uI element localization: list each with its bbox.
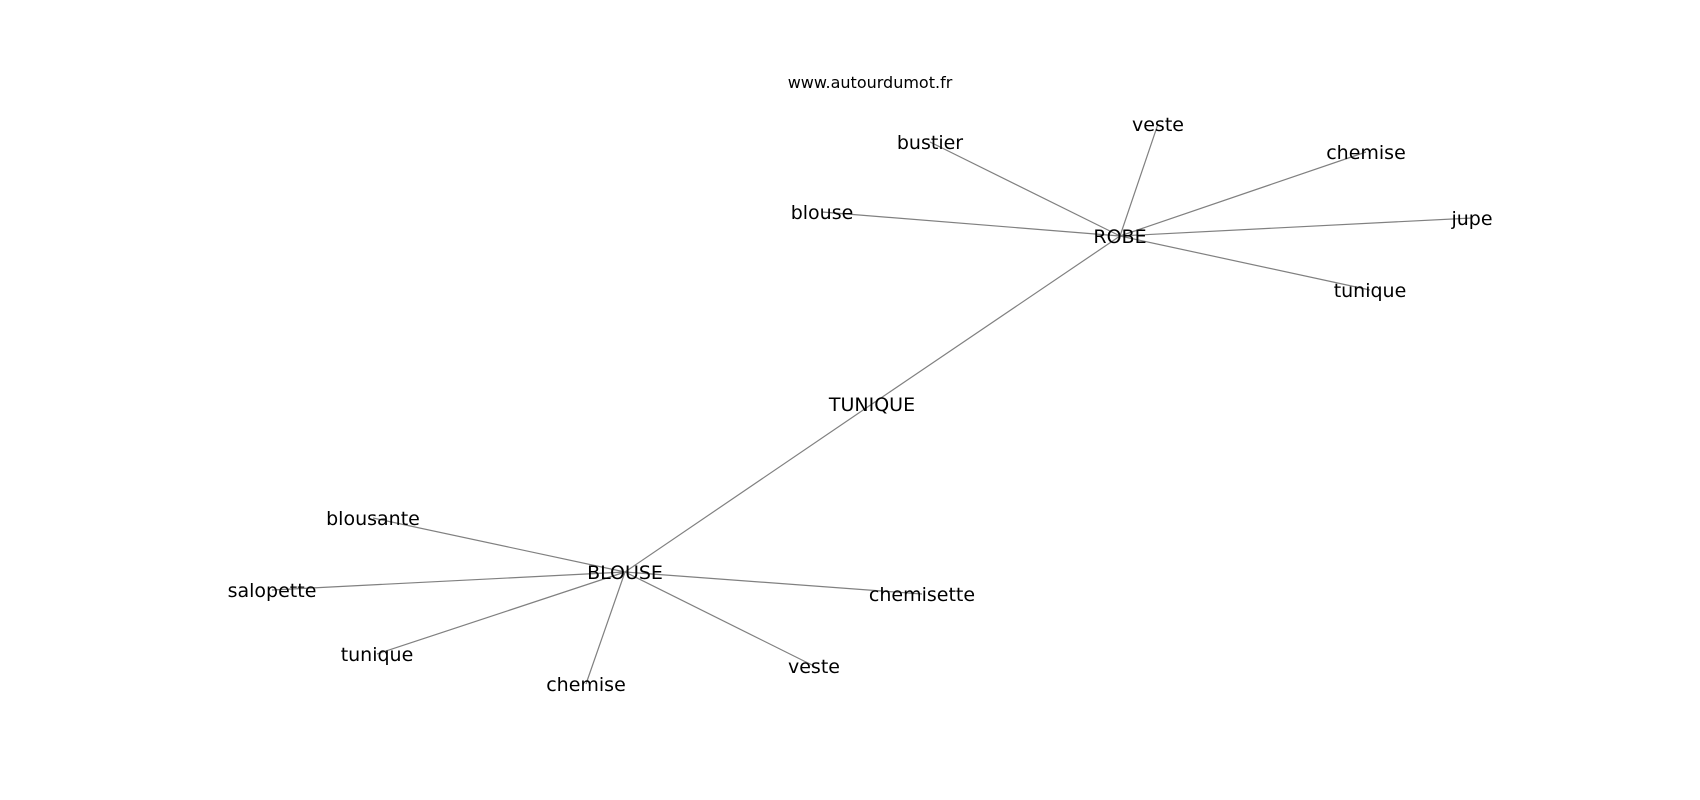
- edge-center-blouse: [624, 403, 873, 573]
- node-hub-robe: ROBE: [1093, 226, 1146, 248]
- node-leaf-robe-tunique: tunique: [1334, 280, 1407, 302]
- edge-blouse-blousante: [372, 517, 626, 573]
- edge-robe-chemise: [1119, 151, 1367, 237]
- edge-center-robe: [871, 235, 1121, 405]
- node-leaf-robe-bustier: bustier: [897, 132, 963, 154]
- node-leaf-blouse-chemise: chemise: [546, 674, 626, 696]
- edge-blouse-chemisette: [624, 571, 923, 595]
- node-leaf-blouse-blousante: blousante: [326, 508, 420, 530]
- node-center: TUNIQUE: [828, 394, 915, 416]
- node-leaf-blouse-veste: veste: [788, 656, 840, 678]
- edge-robe-tunique: [1119, 235, 1371, 291]
- node-leaf-blouse-chemisette: chemisette: [869, 584, 975, 606]
- node-leaf-robe-veste: veste: [1132, 114, 1184, 136]
- edge-blouse-tunique: [376, 571, 626, 655]
- node-leaf-robe-jupe: jupe: [1450, 208, 1492, 230]
- edge-robe-veste: [1119, 123, 1159, 237]
- node-leaf-blouse-salopette: salopette: [228, 580, 317, 602]
- node-leaf-robe-blouse: blouse: [791, 202, 854, 224]
- edge-robe-jupe: [1119, 217, 1473, 237]
- node-hub-blouse: BLOUSE: [587, 562, 663, 584]
- edge-robe-blouse: [821, 211, 1121, 237]
- edges: [271, 123, 1473, 685]
- node-leaf-blouse-tunique: tunique: [341, 644, 414, 666]
- node-leaf-robe-chemise: chemise: [1326, 142, 1406, 164]
- edge-blouse-salopette: [271, 571, 626, 591]
- edge-blouse-veste: [624, 571, 815, 667]
- source-watermark: www.autourdumot.fr: [788, 73, 953, 92]
- nodes: TUNIQUE ROBE bustier veste chemise blouse jupe…: [228, 114, 1493, 696]
- edge-robe-bustier: [929, 141, 1121, 237]
- edge-blouse-chemise: [585, 571, 626, 685]
